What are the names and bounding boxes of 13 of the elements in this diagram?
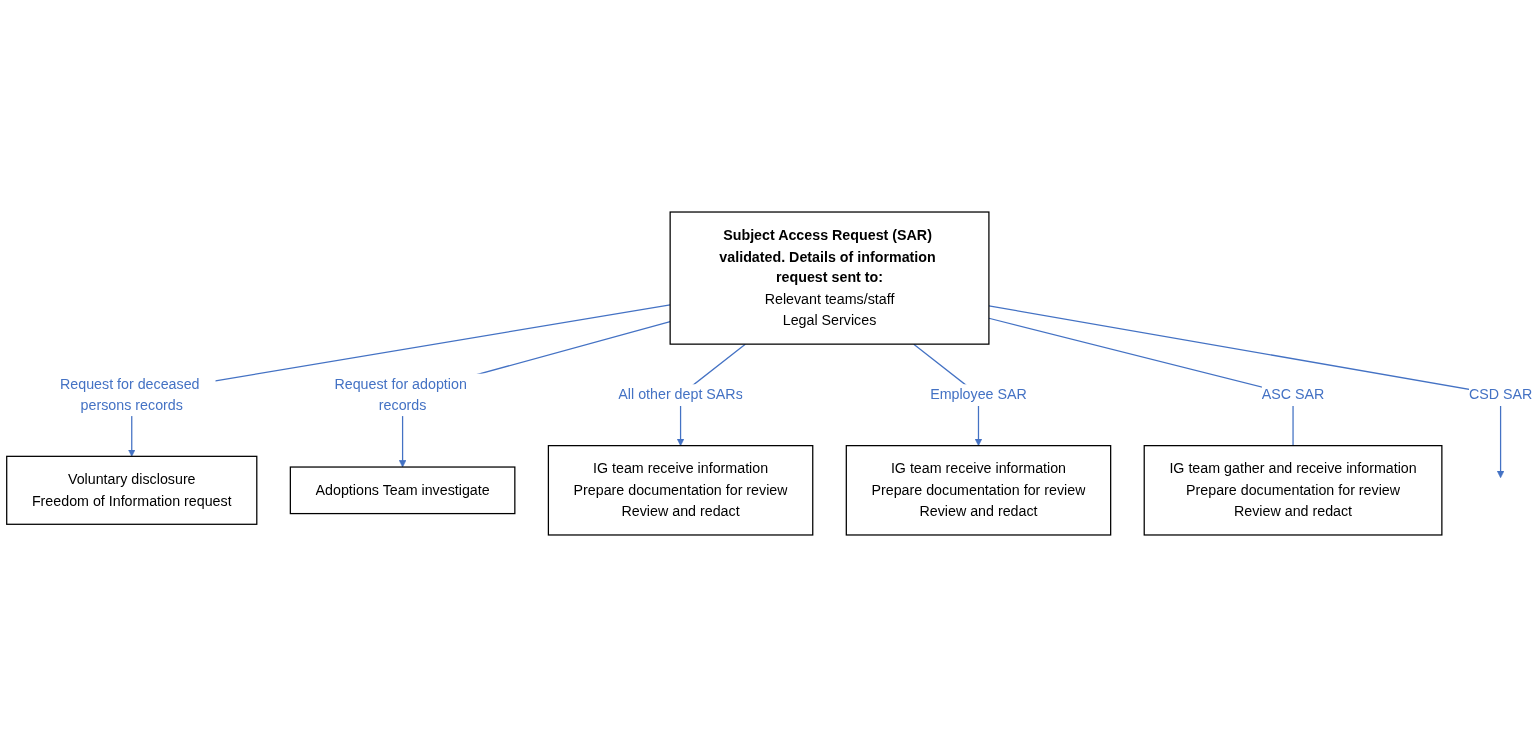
node-box: IG team receive information Prepare documentation for review Review and redact bbox=[547, 445, 814, 536]
node-box: Subject Access Request (SAR) validated. Details of information request sent to: Relevant teams/staff Legal Services bbox=[669, 211, 990, 345]
edge-label: Request for deceased persons records bbox=[60, 376, 200, 414]
node-box: IG team gather and receive information Prepare documentation for review Review and redact bbox=[1143, 445, 1443, 536]
edge-label: ASC SAR bbox=[1261, 386, 1325, 403]
node-box: Adoptions Team investigate bbox=[289, 466, 516, 515]
edge-label: Request for adoption records bbox=[334, 376, 467, 414]
edge-label: Employee SAR bbox=[930, 386, 1027, 403]
arrow bbox=[128, 304, 671, 457]
edge-label: CSD SAR bbox=[1468, 386, 1533, 403]
edge-label: All other dept SARs bbox=[618, 386, 743, 403]
node-box: IG team receive information Prepare documentation for review Review and redact bbox=[845, 445, 1112, 536]
node-box: Voluntary disclosure Freedom of Information request bbox=[6, 455, 258, 525]
